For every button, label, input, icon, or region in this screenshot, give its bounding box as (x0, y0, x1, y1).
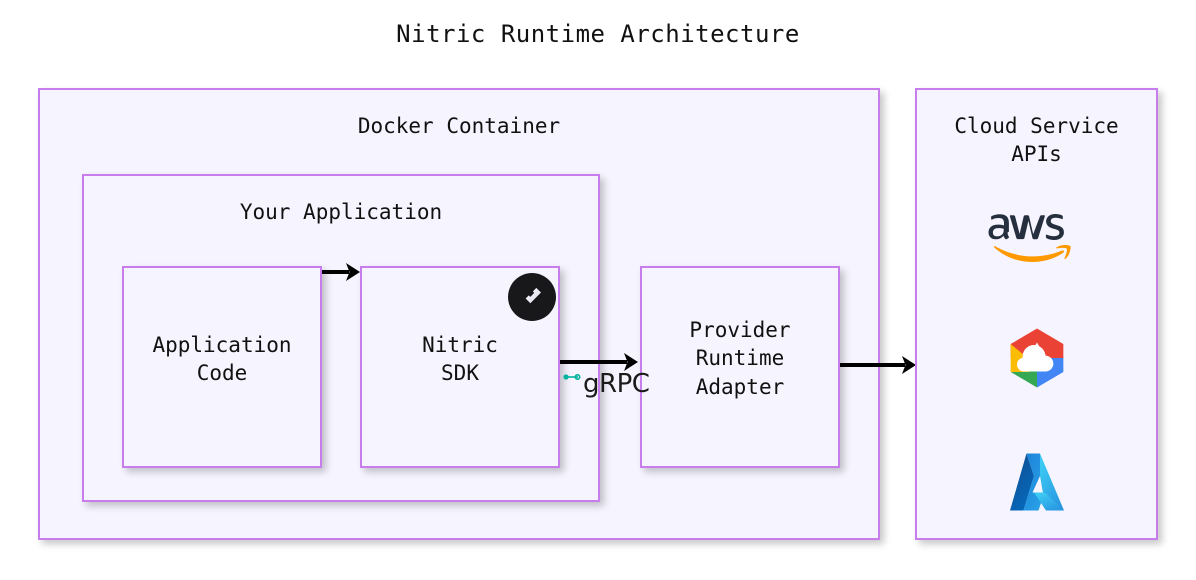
aws-logo-icon (917, 208, 1156, 278)
grpc-icon (563, 373, 581, 381)
arrow-provider-adapter-to-cloud-apis (840, 356, 916, 374)
docker-container-box: Docker Container Your Application Applic… (38, 88, 880, 540)
arrow-nitric-sdk-to-provider-adapter (560, 353, 638, 371)
your-application-box: Your Application Application Code Nitric… (82, 174, 600, 502)
nitric-sdk-box: Nitric SDK (360, 266, 560, 468)
your-application-label: Your Application (239, 200, 443, 224)
arrow-application-code-to-nitric-sdk (322, 263, 360, 281)
google-cloud-logo-icon (917, 318, 1156, 398)
cloud-service-apis-label: Cloud Service APIs (954, 114, 1119, 167)
provider-runtime-adapter-box: Provider Runtime Adapter (640, 266, 840, 468)
nitric-sdk-label: Nitric SDK (422, 333, 498, 386)
microsoft-azure-logo-icon (917, 442, 1156, 522)
page-title: Nitric Runtime Architecture (396, 20, 800, 48)
provider-runtime-adapter-label: Provider Runtime Adapter (689, 318, 791, 399)
nitric-logo-icon (508, 273, 556, 321)
cloud-service-apis-box: Cloud Service APIs (915, 88, 1158, 540)
docker-container-label: Docker Container (357, 114, 561, 138)
application-code-box: Application Code (122, 266, 322, 468)
grpc-label: gRPC (562, 368, 650, 400)
grpc-text: gRPC (583, 369, 650, 399)
application-code-label: Application Code (152, 333, 292, 386)
